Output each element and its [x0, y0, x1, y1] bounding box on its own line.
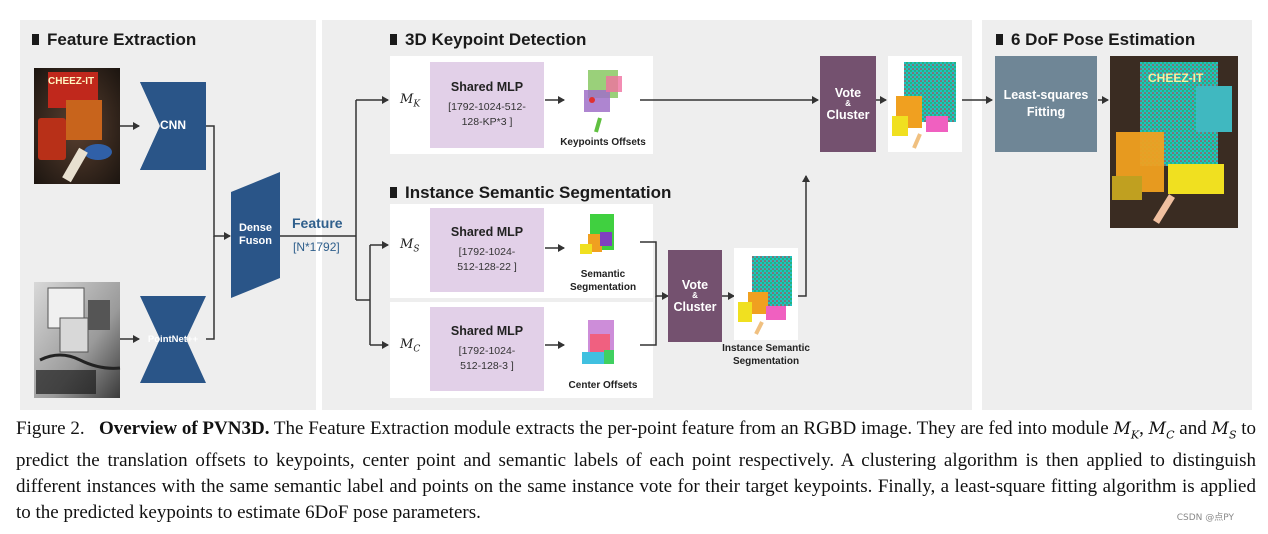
caption-mk: MK	[1113, 419, 1140, 442]
mlp-title: Shared MLP	[450, 324, 524, 338]
keypoint-shared-mlp: Shared MLP [1792-1024-512- 128-KP*3 ]	[430, 62, 544, 148]
center-offsets-cloud	[566, 306, 640, 378]
least-squares-fitting: Least-squares Fitting	[995, 56, 1097, 152]
pointnet-label: PointNet++	[147, 334, 199, 345]
feature-label: Feature	[292, 215, 343, 231]
pointnet-network-shape	[140, 296, 206, 383]
semantic-segmentation-label: Semantic Segmentation	[569, 269, 637, 293]
mlp-spec: [1792-1024-512- 128-KP*3 ]	[448, 101, 526, 128]
figure-title: Overview of PVN3D.	[98, 418, 270, 439]
dense-fusion-label: Dense Fuson	[238, 222, 273, 247]
semantic-shared-mlp: Shared MLP [1792-1024- 512-128-22 ]	[430, 208, 544, 292]
figure-caption: Figure 2. Overview of PVN3D. The Feature…	[16, 418, 1257, 524]
keypoint-offsets-cloud	[566, 62, 640, 136]
caption-ms: MS	[1211, 419, 1237, 442]
cnn-label: CNN	[160, 118, 186, 132]
feature-dims: [N*1792]	[293, 240, 340, 254]
mlp-spec: [1792-1024- 512-128-3 ]	[458, 345, 516, 372]
module-mk-symbol: MK	[400, 92, 421, 110]
mlp-title: Shared MLP	[450, 225, 524, 239]
semantic-segmentation-cloud	[566, 208, 640, 270]
keypoint-detection-title: 3D Keypoint Detection	[390, 30, 586, 50]
dense-fusion-shape	[231, 172, 280, 298]
feature-extraction-title: Feature Extraction	[32, 30, 196, 50]
pose-result-image	[1110, 56, 1238, 228]
keypoint-vote-cluster: Vote & Cluster	[820, 56, 876, 152]
instance-segmentation-label: Instance Semantic Segmentation	[722, 343, 810, 367]
module-mc-symbol: MC	[400, 337, 421, 355]
pose-estimation-title: 6 DoF Pose Estimation	[996, 30, 1195, 50]
rgb-input-image	[34, 68, 120, 184]
mlp-spec: [1792-1024- 512-128-22 ]	[457, 246, 517, 273]
watermark: CSDN @点PY	[1176, 513, 1234, 523]
module-ms-symbol: MS	[400, 237, 420, 255]
instance-segmentation-title: Instance Semantic Segmentation	[390, 183, 671, 203]
center-offsets-label: Center Offsets	[568, 380, 638, 391]
instance-segmentation-cloud	[734, 248, 798, 340]
depth-input-image	[34, 282, 121, 398]
caption-mc: MC	[1148, 419, 1175, 442]
caption-text-1: The Feature Extraction module extracts t…	[273, 418, 1109, 439]
center-shared-mlp: Shared MLP [1792-1024- 512-128-3 ]	[430, 307, 544, 391]
keypoint-offsets-label: Keypoints Offsets	[560, 137, 646, 148]
rgb-image-brand-text: CHEEZ-IT	[48, 76, 94, 87]
caption-text-2: to predict the translation offsets to ke…	[16, 418, 1257, 524]
figure-label: Figure 2.	[16, 418, 85, 439]
result-image-brand-text: CHEEZ-IT	[1148, 71, 1204, 85]
instance-vote-cluster: Vote & Cluster	[668, 250, 722, 342]
pipeline-diagram: CHEEZ-IT	[34, 56, 1238, 398]
mlp-title: Shared MLP	[450, 80, 524, 94]
keypoint-vote-cloud	[888, 56, 962, 152]
